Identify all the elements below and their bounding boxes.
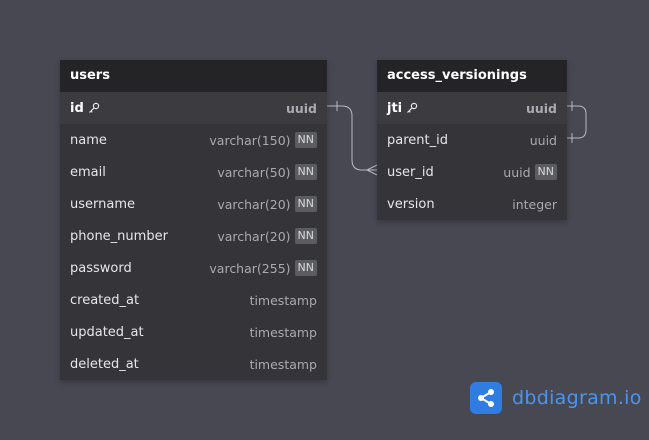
column-type: timestamp	[249, 356, 317, 372]
brand-name: dbdiagram.io	[512, 387, 642, 409]
column-type-wrap: uuid	[526, 101, 557, 116]
column-row-jti[interactable]: jti uuid	[377, 92, 567, 124]
column-name: email	[70, 164, 106, 180]
column-name: jti	[387, 100, 403, 116]
column-type: varchar(50)	[217, 164, 291, 180]
column-name-wrap: email	[70, 165, 106, 180]
column-type: varchar(150)	[209, 132, 291, 148]
column-name-wrap: jti	[387, 101, 418, 116]
column-row-created-at[interactable]: created_at timestamp	[60, 284, 327, 316]
column-name-wrap: created_at	[70, 293, 139, 308]
column-type: uuid	[285, 100, 317, 116]
column-row-id[interactable]: id uuid	[60, 92, 327, 124]
column-name-wrap: version	[387, 197, 435, 212]
column-row-version[interactable]: version integer	[377, 188, 567, 220]
relationship-users-id-to-user-id[interactable]	[327, 105, 377, 171]
column-row-name[interactable]: name varchar(150)NN	[60, 124, 327, 156]
relationship-jti-to-parent-id[interactable]	[567, 105, 587, 139]
brand-name-tld: .io	[617, 387, 642, 409]
column-type-wrap: uuid	[530, 133, 557, 148]
column-name-wrap: parent_id	[387, 133, 448, 148]
column-row-parent-id[interactable]: parent_id uuid	[377, 124, 567, 156]
column-name-wrap: phone_number	[70, 229, 168, 244]
column-row-deleted-at[interactable]: deleted_at timestamp	[60, 348, 327, 380]
column-type: varchar(255)	[209, 260, 291, 276]
many-marker-top	[366, 164, 378, 171]
not-null-badge: NN	[294, 260, 317, 276]
not-null-badge: NN	[294, 228, 317, 244]
share-network-icon	[470, 382, 502, 414]
not-null-badge: NN	[294, 196, 317, 212]
column-type-wrap: varchar(150)NN	[209, 132, 317, 148]
column-name: version	[387, 196, 435, 212]
column-name-wrap: name	[70, 133, 107, 148]
column-name-wrap: username	[70, 197, 135, 212]
column-name: username	[70, 196, 135, 212]
column-name-wrap: id	[70, 101, 100, 116]
not-null-badge: NN	[534, 164, 557, 180]
column-name-wrap: updated_at	[70, 325, 144, 340]
column-name: password	[70, 260, 132, 276]
column-name: name	[70, 132, 107, 148]
column-name: user_id	[387, 164, 434, 180]
table-header[interactable]: access_versionings	[377, 60, 567, 92]
column-row-updated-at[interactable]: updated_at timestamp	[60, 316, 327, 348]
column-type-wrap: uuid	[286, 101, 317, 116]
column-name: deleted_at	[70, 356, 139, 372]
column-type: integer	[512, 196, 557, 212]
column-type-wrap: varchar(20)NN	[217, 228, 317, 244]
many-marker-bottom	[366, 169, 378, 176]
not-null-badge: NN	[294, 164, 317, 180]
column-type: timestamp	[249, 324, 317, 340]
column-name: phone_number	[70, 228, 168, 244]
column-type: varchar(20)	[217, 196, 291, 212]
column-type: timestamp	[249, 292, 317, 308]
column-row-password[interactable]: password varchar(255)NN	[60, 252, 327, 284]
column-type-wrap: varchar(50)NN	[217, 164, 317, 180]
column-name: parent_id	[387, 132, 448, 148]
column-type: varchar(20)	[217, 228, 291, 244]
not-null-badge: NN	[294, 132, 317, 148]
column-row-phone-number[interactable]: phone_number varchar(20)NN	[60, 220, 327, 252]
column-type-wrap: timestamp	[250, 357, 317, 372]
column-name: created_at	[70, 292, 140, 308]
column-type-wrap: integer	[512, 197, 557, 212]
column-type-wrap: timestamp	[250, 325, 317, 340]
column-type: uuid	[529, 132, 557, 148]
column-name: id	[70, 100, 84, 116]
column-type: uuid	[525, 100, 557, 116]
column-name-wrap: deleted_at	[70, 357, 139, 372]
brand-name-main: dbdiagram	[512, 387, 618, 409]
column-type-wrap: varchar(20)NN	[217, 196, 317, 212]
column-name: updated_at	[70, 324, 144, 340]
brand[interactable]: dbdiagram.io	[470, 382, 642, 414]
column-row-email[interactable]: email varchar(50)NN	[60, 156, 327, 188]
column-row-username[interactable]: username varchar(20)NN	[60, 188, 327, 220]
table-header[interactable]: users	[60, 60, 327, 92]
key-icon	[88, 102, 100, 114]
column-name-wrap: password	[70, 261, 132, 276]
column-type-wrap: timestamp	[250, 293, 317, 308]
column-type: uuid	[503, 164, 531, 180]
key-icon	[406, 102, 418, 114]
column-name-wrap: user_id	[387, 165, 434, 180]
column-type-wrap: varchar(255)NN	[209, 260, 317, 276]
